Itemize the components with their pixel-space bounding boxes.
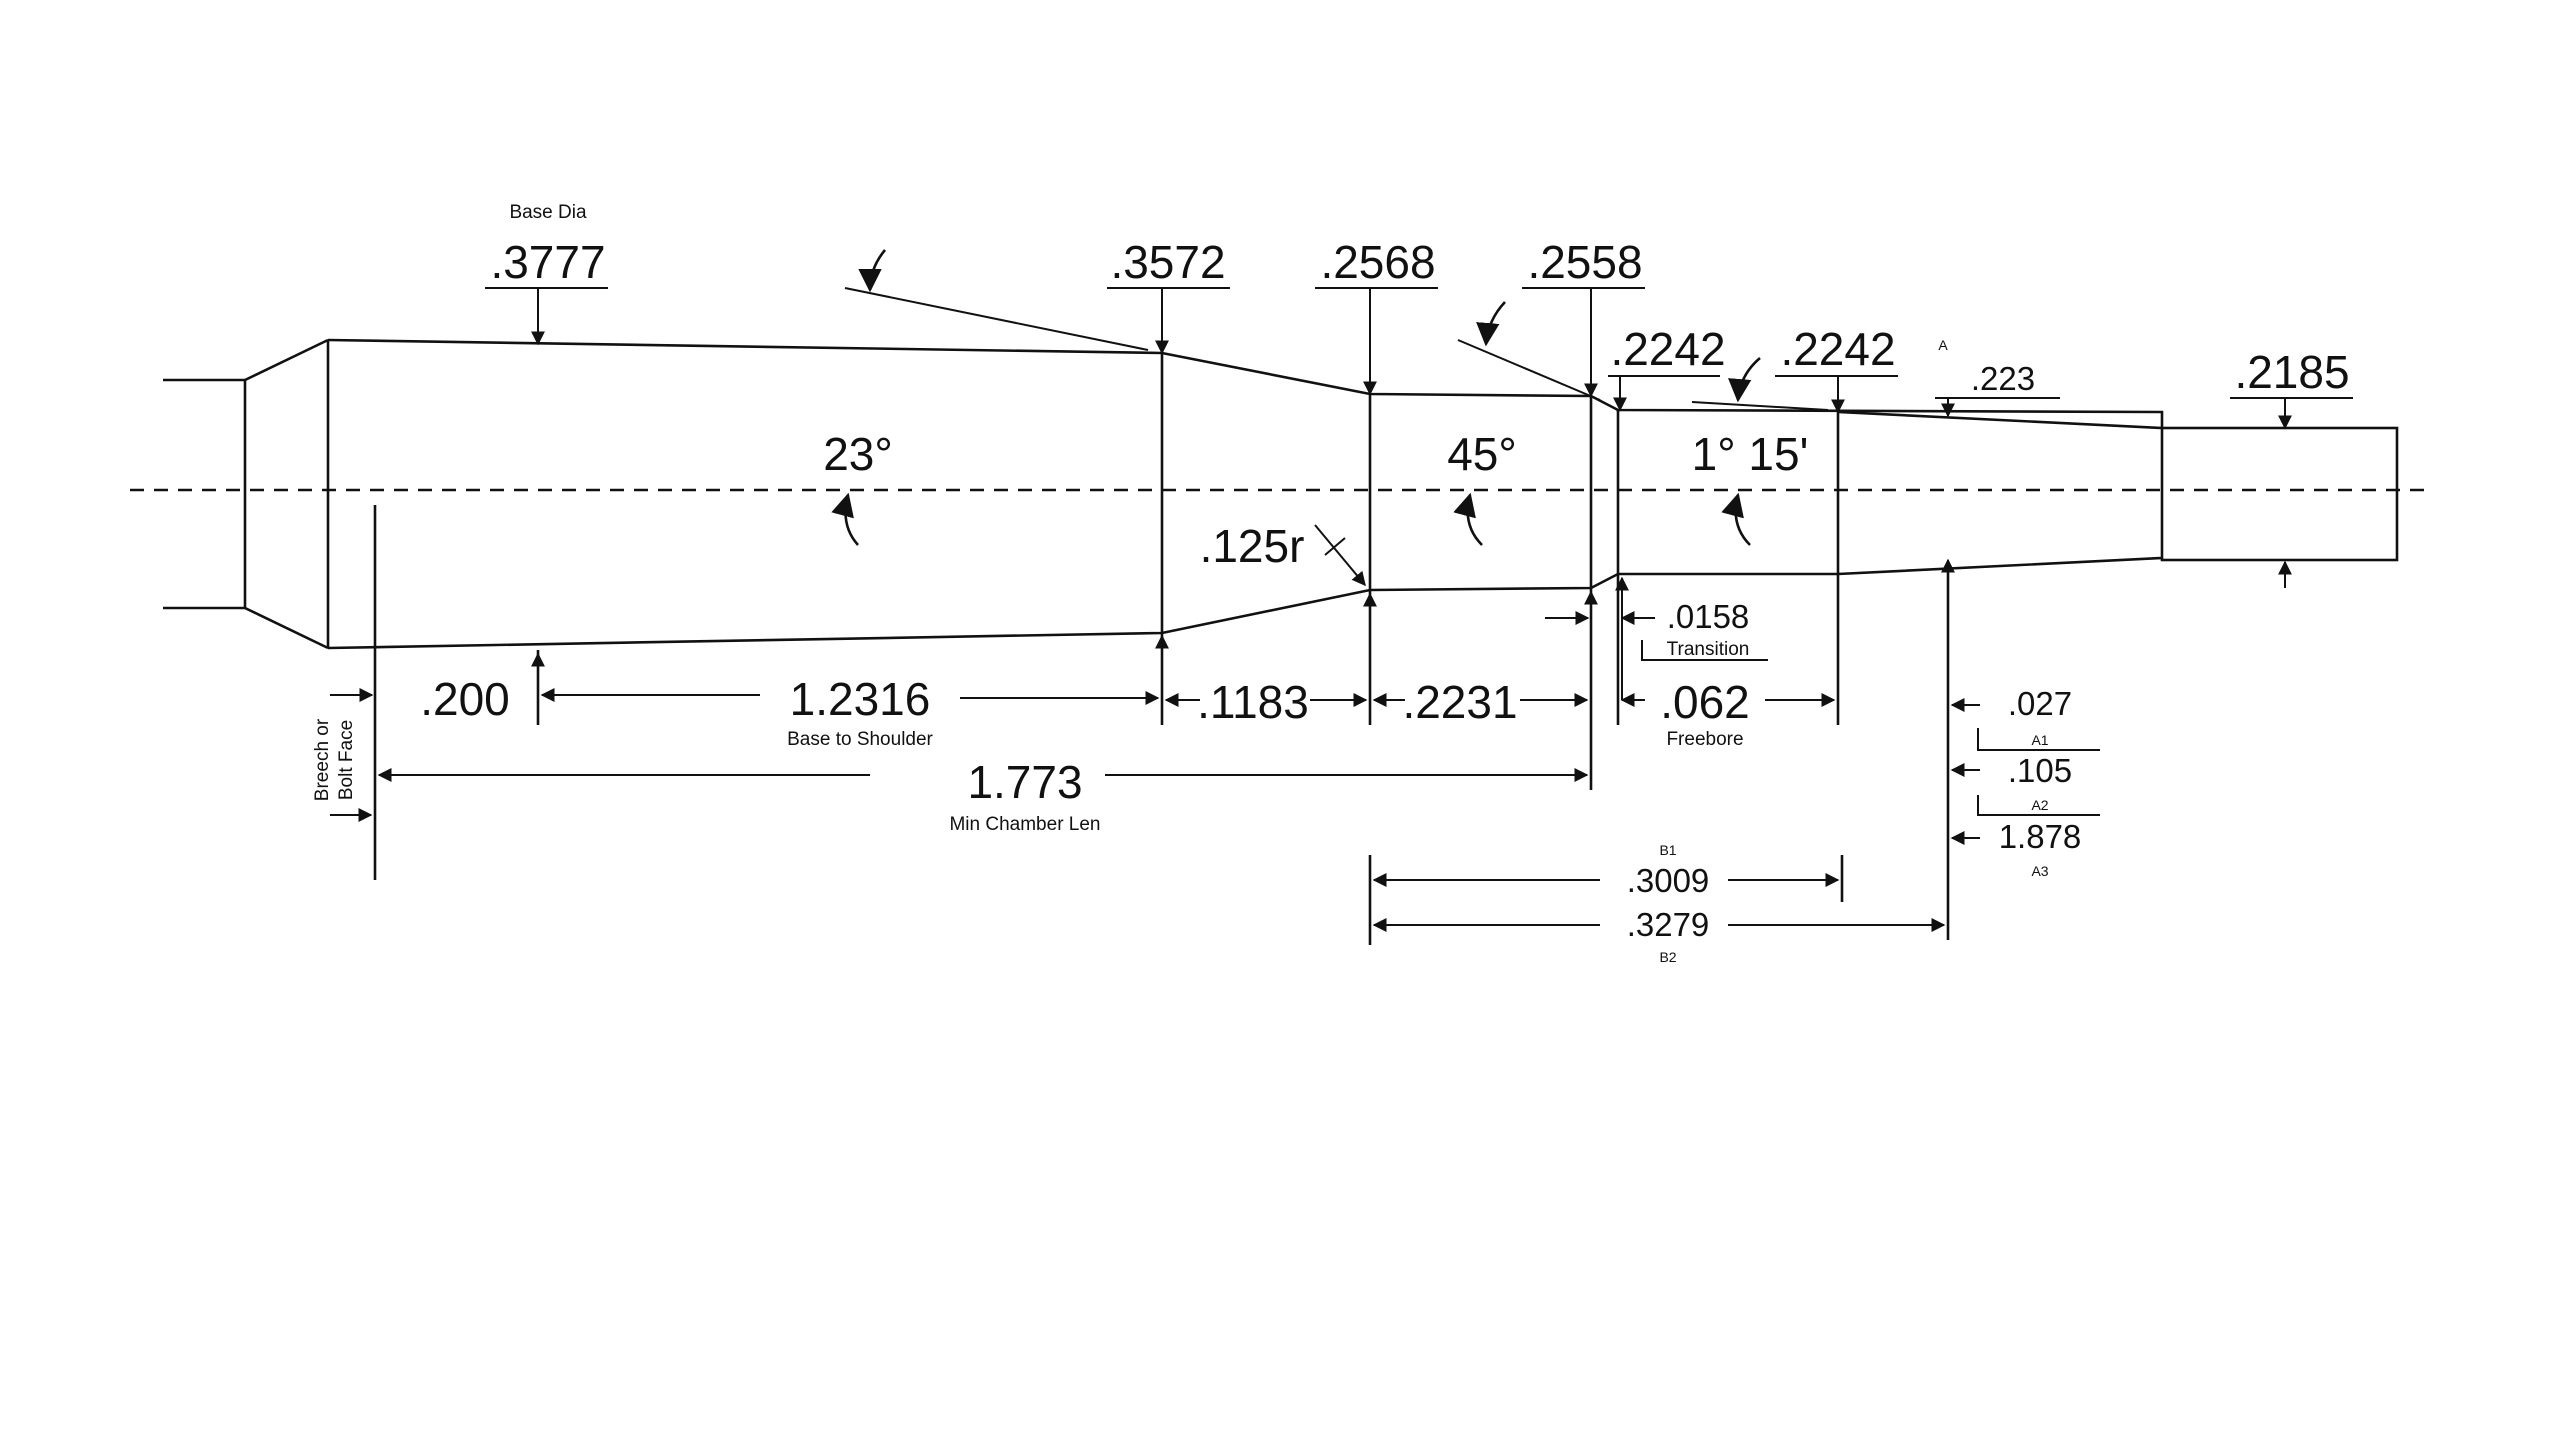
base-dia-title: Base Dia xyxy=(509,202,587,223)
throat-dia-1: .2242 xyxy=(1610,323,1725,375)
angle-45: 45° xyxy=(1447,428,1517,480)
chamber-profile xyxy=(163,338,2399,650)
dim-3009: .3009 xyxy=(1627,862,1710,899)
dim-1878: 1.878 xyxy=(1999,818,2082,855)
dim-200: .200 xyxy=(420,673,510,725)
label-b1: B1 xyxy=(1659,842,1676,858)
dim-1183: .1183 xyxy=(1197,676,1309,728)
breech-label-1: Breech or xyxy=(312,718,333,801)
chamber-label: Min Chamber Len xyxy=(949,814,1100,835)
radius-label: .125r xyxy=(1200,520,1305,572)
dim-3279: .3279 xyxy=(1627,906,1710,943)
breech-label-2: Bolt Face xyxy=(336,720,357,800)
freebore-label: Freebore xyxy=(1666,729,1743,750)
dim-base-shoulder: 1.2316 xyxy=(790,673,931,725)
label-a: A xyxy=(1938,337,1948,353)
dim-2231: .2231 xyxy=(1402,676,1517,728)
dia-223: .223 xyxy=(1971,360,2035,397)
dim-freebore: .062 xyxy=(1660,676,1750,728)
base-dia-value: .3777 xyxy=(490,236,605,288)
throat-dia-2: .2242 xyxy=(1780,323,1895,375)
angle-leade: 1° 15' xyxy=(1692,428,1809,480)
base-shoulder-label: Base to Shoulder xyxy=(787,729,933,750)
dim-chamber: 1.773 xyxy=(967,756,1082,808)
label-b2: B2 xyxy=(1659,949,1676,965)
label-a2: A2 xyxy=(2031,797,2048,813)
label-a3: A3 xyxy=(2031,863,2048,879)
neck-start-dia: .2568 xyxy=(1320,236,1435,288)
transition-label: Transition xyxy=(1667,639,1750,660)
shoulder-dia: .3572 xyxy=(1110,236,1225,288)
dim-027: .027 xyxy=(2008,685,2072,722)
neck-end-dia: .2558 xyxy=(1527,236,1642,288)
transition-value: .0158 xyxy=(1667,598,1750,635)
dim-105: .105 xyxy=(2008,752,2072,789)
bore-dia: .2185 xyxy=(2234,346,2349,398)
angle-23: 23° xyxy=(823,428,893,480)
label-a1: A1 xyxy=(2031,732,2048,748)
